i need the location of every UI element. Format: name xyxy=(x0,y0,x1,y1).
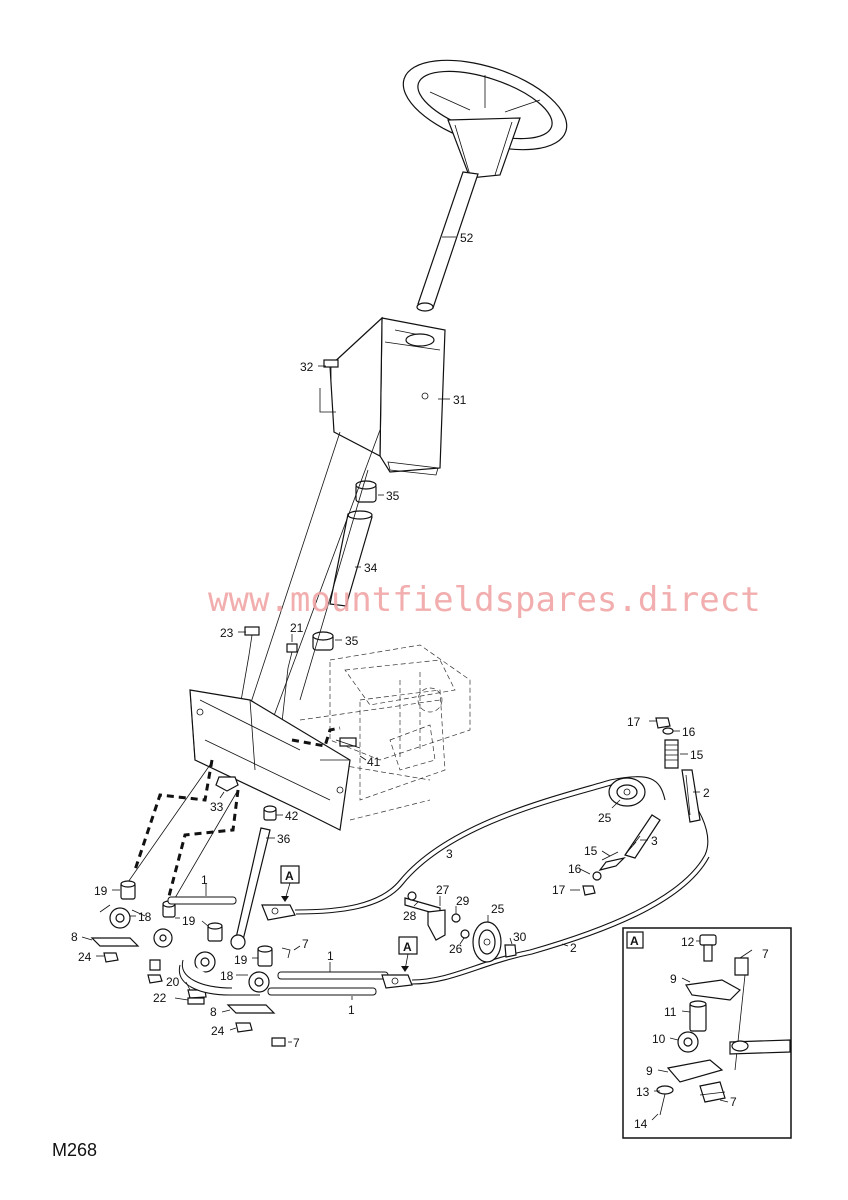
label-1-b: 1 xyxy=(327,949,334,963)
label-17-b: 17 xyxy=(552,883,566,897)
label-35-lower: 35 xyxy=(345,634,359,648)
label-19-c: 19 xyxy=(234,953,248,967)
label-25-b: 25 xyxy=(491,902,505,916)
callout-a-left-text: A xyxy=(285,869,294,883)
label-18-b: 18 xyxy=(220,969,234,983)
label-25-a: 25 xyxy=(598,811,612,825)
inset-label-14: 14 xyxy=(634,1117,648,1131)
label-30: 30 xyxy=(513,930,527,944)
nut-33 xyxy=(215,776,239,792)
label-28: 28 xyxy=(403,909,417,923)
label-18-a: 18 xyxy=(138,910,152,924)
inset-label-9-a: 9 xyxy=(670,972,677,986)
callout-box-a-left: A xyxy=(280,865,300,902)
bolt-32 xyxy=(323,359,339,384)
sheet-code: M268 xyxy=(52,1140,98,1160)
label-34: 34 xyxy=(364,561,378,575)
label-19-a: 19 xyxy=(94,884,108,898)
front-axle-beam xyxy=(189,689,351,831)
label-2-b: 2 xyxy=(570,941,577,955)
label-31: 31 xyxy=(453,393,467,407)
detail-inset-a: A xyxy=(622,927,792,1139)
chain-loop-left xyxy=(178,959,260,996)
bush-upper xyxy=(355,480,377,503)
inset-label-12: 12 xyxy=(681,935,695,949)
inset-label-9-b: 9 xyxy=(646,1064,653,1078)
label-1-c: 1 xyxy=(348,1003,355,1017)
cable-clamp-left xyxy=(261,904,296,921)
label-16-a: 16 xyxy=(682,725,696,739)
label-7-a: 7 xyxy=(302,937,309,951)
bush-lower xyxy=(312,631,334,651)
idler-pulley-assembly xyxy=(404,891,517,963)
watermark-text: www.mountfieldspares.direct xyxy=(208,580,761,620)
label-17-a: 17 xyxy=(627,715,641,729)
label-32: 32 xyxy=(300,360,314,374)
cable-clamp-right xyxy=(381,974,413,989)
inset-label-13: 13 xyxy=(636,1085,650,1099)
bolt-41 xyxy=(291,726,361,749)
label-29: 29 xyxy=(456,894,470,908)
label-22: 22 xyxy=(153,991,167,1005)
label-21: 21 xyxy=(290,621,304,635)
inset-label-10: 10 xyxy=(652,1032,666,1046)
label-15-b: 15 xyxy=(584,844,598,858)
shaft-36 xyxy=(235,827,271,941)
callout-a-right-text: A xyxy=(403,940,412,954)
label-52: 52 xyxy=(460,231,474,245)
label-41: 41 xyxy=(367,755,381,769)
label-7-b: 7 xyxy=(293,1036,300,1050)
label-1-a: 1 xyxy=(201,873,208,887)
chain-upper-short xyxy=(167,896,237,905)
label-36: 36 xyxy=(277,832,291,846)
label-24-b: 24 xyxy=(211,1024,225,1038)
label-42: 42 xyxy=(285,809,299,823)
inset-letter: A xyxy=(630,934,639,948)
chain-middle xyxy=(277,971,389,980)
label-35-upper: 35 xyxy=(386,489,400,503)
sprocket-assembly-left xyxy=(90,880,291,1047)
label-8-b: 8 xyxy=(210,1005,217,1019)
chain-lower xyxy=(267,987,377,996)
label-15-a: 15 xyxy=(690,748,704,762)
label-24-a: 24 xyxy=(78,950,92,964)
label-33: 33 xyxy=(210,800,224,814)
callout-box-a-right: A xyxy=(398,936,418,972)
cable-end-2 xyxy=(655,717,701,823)
cable-end-3 xyxy=(582,814,661,896)
pulley-25-upper xyxy=(608,777,646,807)
inset-label-7-a: 7 xyxy=(762,947,769,961)
label-2-a: 2 xyxy=(703,786,710,800)
label-19-b: 19 xyxy=(182,914,196,928)
steering-shaft xyxy=(416,171,479,312)
cable-3 xyxy=(294,776,666,915)
label-20: 20 xyxy=(166,975,180,989)
column-bracket xyxy=(329,316,446,476)
label-26: 26 xyxy=(449,942,463,956)
label-27: 27 xyxy=(436,883,450,897)
inset-label-11: 11 xyxy=(664,1005,677,1019)
label-23: 23 xyxy=(220,626,234,640)
steering-wheel xyxy=(402,59,568,179)
cable-2 xyxy=(411,804,710,985)
label-8-a: 8 xyxy=(71,930,78,944)
label-3-b: 3 xyxy=(446,847,453,861)
label-3-a: 3 xyxy=(651,834,658,848)
inset-label-7-b: 7 xyxy=(730,1095,737,1109)
bush-42 xyxy=(263,805,277,821)
label-16-b: 16 xyxy=(568,862,582,876)
